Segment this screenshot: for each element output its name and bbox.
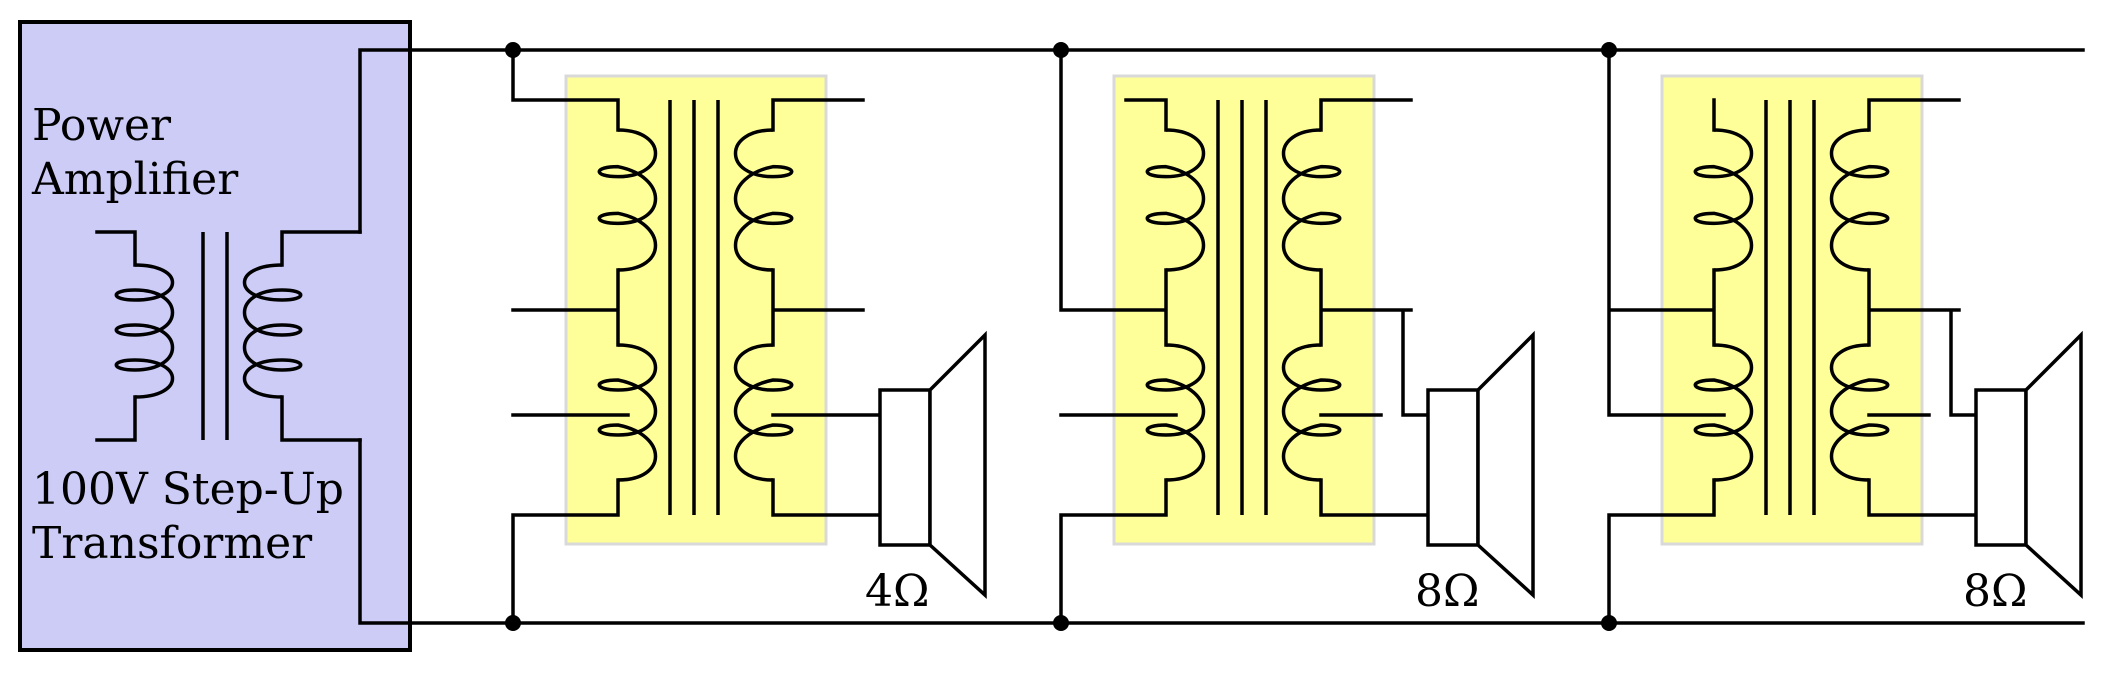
speaker-cone (928, 330, 987, 599)
primary-coil-upper (597, 128, 658, 272)
secondary-wiring (1867, 98, 1978, 517)
speaker-magnet (878, 388, 932, 547)
line-bottom (358, 438, 2085, 625)
step-up-secondary-leads (280, 230, 362, 442)
secondary-coil-lower (1829, 343, 1890, 482)
primary-wiring (511, 48, 630, 625)
step-up-primary-coil (114, 263, 175, 399)
step-up-label-line1: 100V Step-Up (32, 464, 344, 515)
speaker-station-1 (505, 42, 987, 631)
secondary-coil-upper (1829, 128, 1890, 272)
secondary-wiring (771, 98, 882, 517)
speaker-cone (1476, 330, 1535, 599)
amplifier-label-line2: Amplifier (31, 154, 239, 205)
secondary-coil-lower (1281, 343, 1342, 482)
speaker-stations (505, 42, 2083, 631)
speaker-cone (2024, 330, 2083, 599)
speaker-1-impedance: 4Ω (865, 566, 929, 617)
primary-wiring (1059, 48, 1178, 625)
speaker-station-3 (1601, 42, 2083, 631)
speaker-magnet (1426, 388, 1480, 547)
amplifier-label-line1: Power (32, 100, 172, 151)
step-up-secondary-coil (242, 263, 303, 399)
primary-coil-upper (1693, 128, 1754, 272)
speaker-3-impedance: 8Ω (1963, 566, 2027, 617)
secondary-wiring (1319, 98, 1430, 517)
primary-coil-lower (1145, 343, 1206, 482)
step-up-label-line2: Transformer (32, 518, 313, 569)
primary-coil-upper (1145, 128, 1206, 272)
speaker-station-2 (1053, 42, 1535, 631)
speaker-2-impedance: 8Ω (1415, 566, 1479, 617)
primary-wiring (1607, 48, 1726, 625)
amplifier-box (18, 20, 412, 652)
secondary-coil-upper (1281, 128, 1342, 272)
secondary-coil-upper (733, 128, 794, 272)
primary-coil-lower (1693, 343, 1754, 482)
speaker-magnet (1974, 388, 2028, 547)
step-up-primary-leads (95, 230, 137, 442)
primary-coil-lower (597, 343, 658, 482)
line-top (358, 48, 2085, 234)
step-up-transformer (95, 230, 362, 442)
secondary-coil-lower (733, 343, 794, 482)
